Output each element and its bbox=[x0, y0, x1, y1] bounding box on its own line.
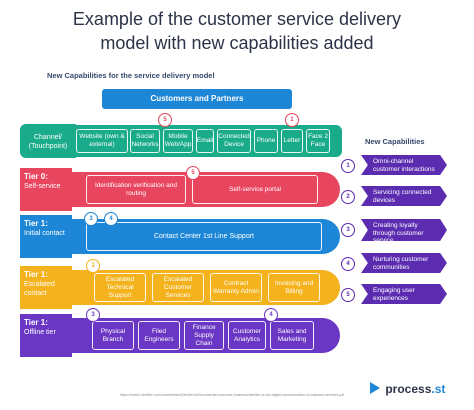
tier1-escalated-customer-services: Escalated Customer Services bbox=[152, 273, 204, 302]
new-capabilities-title: New Capabilities bbox=[365, 137, 425, 146]
tier1-customer-analytics: Customer Analytics bbox=[228, 321, 266, 350]
tier1-escalated-name: Tier 1: bbox=[24, 270, 48, 279]
capability-number-3: 3 bbox=[341, 223, 355, 237]
tier1-initial-band bbox=[20, 219, 340, 254]
channel-label: Channel/ (Touchpoint) bbox=[20, 124, 76, 158]
channel-letter: Letter bbox=[281, 129, 303, 153]
diagram-subtitle: New Capabilities for the service deliver… bbox=[47, 71, 215, 80]
tier1-escalated-desc: Escalated contact bbox=[24, 281, 55, 297]
capability-number-4: 4 bbox=[341, 257, 355, 271]
tier1-sales-marketing: Sales and Marketing bbox=[270, 321, 314, 350]
tier0-band bbox=[20, 172, 340, 207]
tier1-offline-name: Tier 1: bbox=[24, 318, 48, 327]
channel-website: Website (own & external) bbox=[76, 129, 128, 153]
tier1-physical-branch: Physical Branch bbox=[92, 321, 134, 350]
tier1-offline-tab: Tier 1: Offline tier bbox=[20, 314, 72, 357]
customers-partners-banner: Customers and Partners bbox=[102, 89, 292, 109]
tier0-tab: Tier 0: Self-service bbox=[20, 168, 72, 211]
tier1-initial-badge-3: 3 bbox=[84, 212, 98, 226]
tier1-initial-tab: Tier 1: Initial contact bbox=[20, 215, 72, 258]
channel-connected-device: Connected Device bbox=[217, 129, 251, 153]
capability-4: Nurturing customer communities bbox=[361, 253, 447, 273]
channel-face-2-face: Face 2 Face bbox=[306, 129, 330, 153]
tier1-filed-engineers: Filed Engineers bbox=[138, 321, 180, 350]
channel-mobile: Mobile Web/App bbox=[163, 129, 193, 153]
capability-number-5: 5 bbox=[341, 288, 355, 302]
tier0-badge-5: 5 bbox=[186, 166, 200, 180]
tier1-invoicing-billing: Invoicing and Billing bbox=[268, 273, 320, 302]
tier1-escalated-technical: Escalated Technical Support bbox=[94, 273, 146, 302]
tier1-escalated-band bbox=[20, 270, 340, 305]
logo-text: process bbox=[385, 382, 432, 396]
tier1-initial-desc: Initial contact bbox=[24, 230, 65, 237]
process-logo-icon bbox=[370, 382, 380, 394]
tier1-initial-name: Tier 1: bbox=[24, 219, 48, 228]
channel-social-networks: Social Networks bbox=[130, 129, 160, 153]
tier1-contact-center: Contact Center 1st Line Support bbox=[86, 222, 322, 251]
channel-phone: Phone bbox=[254, 129, 278, 153]
capability-5: Engaging user experiences bbox=[361, 284, 447, 304]
tier0-name: Tier 0: bbox=[24, 172, 48, 181]
page-title-line-2: model with new capabilities added bbox=[100, 33, 374, 53]
tier1-finance-supply-chain: Finance Supply Chain bbox=[184, 321, 224, 350]
tier1-offline-badge-4: 4 bbox=[264, 308, 278, 322]
capability-number-1: 1 bbox=[341, 159, 355, 173]
capability-2: Servicing connected devices bbox=[361, 186, 447, 206]
tier1-contract-warranty: Contract Warranty Admin bbox=[210, 273, 262, 302]
tier1-offline-band bbox=[20, 318, 340, 353]
capability-3: Creating loyalty through customer servic… bbox=[361, 219, 447, 241]
channel-email: Email bbox=[196, 129, 214, 153]
tier1-initial-badge-4: 4 bbox=[104, 212, 118, 226]
capability-1: Omni-channel customer interactions bbox=[361, 155, 447, 175]
tier0-identification: Identification verification and routing bbox=[86, 175, 186, 204]
channel-badge-5: 5 bbox=[158, 113, 172, 127]
tier1-offline-badge-3: 3 bbox=[86, 308, 100, 322]
tier0-self-service-portal: Self-service portal bbox=[192, 175, 318, 204]
page-title-line-1: Example of the customer service delivery bbox=[72, 9, 402, 29]
tier0-desc: Self-service bbox=[24, 183, 61, 190]
logo-suffix: .st bbox=[431, 382, 446, 396]
capability-number-2: 2 bbox=[341, 190, 355, 204]
source-url: https://www2.deloitte.com/content/dam/De… bbox=[120, 393, 345, 397]
tier1-escalated-badge-3: 3 bbox=[86, 259, 100, 273]
tier1-offline-desc: Offline tier bbox=[24, 329, 56, 336]
tier1-escalated-tab: Tier 1: Escalated contact bbox=[20, 266, 72, 309]
channel-badge-1: 1 bbox=[285, 113, 299, 127]
process-st-logo: process.st bbox=[368, 381, 445, 396]
